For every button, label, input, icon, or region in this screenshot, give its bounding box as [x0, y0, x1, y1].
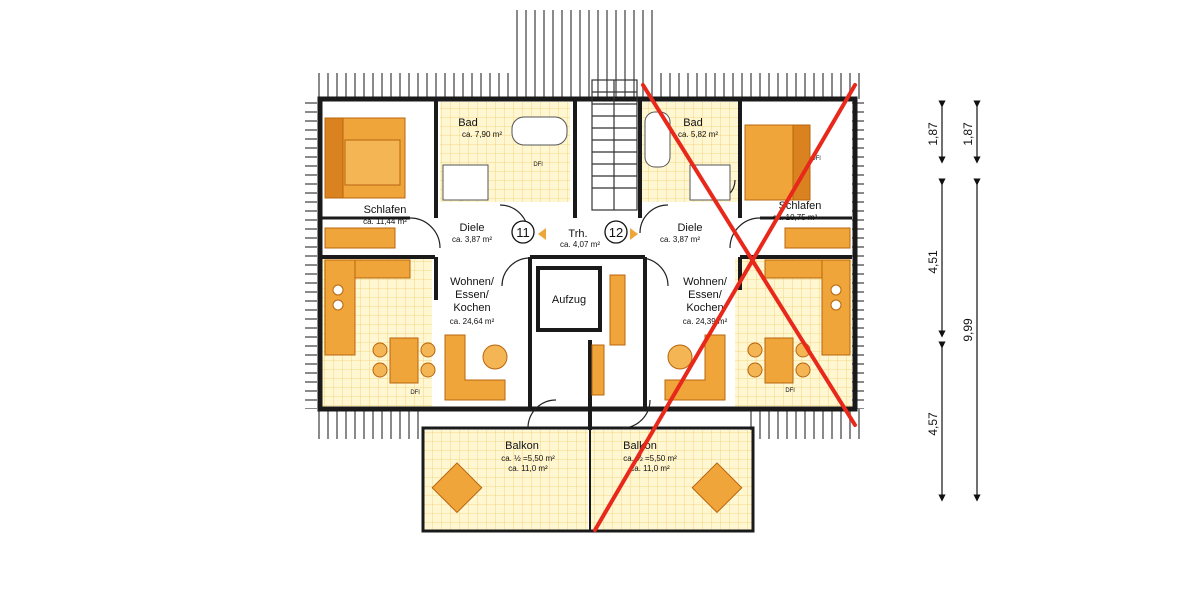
dfl-tag: DFl — [533, 162, 542, 168]
unit-number-right: 12 — [609, 225, 623, 240]
furniture — [324, 111, 851, 514]
dimension-labels: 1,87 4,51 4,57 1,87 9,99 — [926, 122, 975, 436]
room-name-schlafen-right: Schlafen — [779, 200, 822, 212]
dim-inner-1: 1,87 — [926, 122, 940, 146]
room-name-diele-left: Diele — [459, 222, 484, 234]
room-name-bad-left: Bad — [458, 117, 478, 129]
room-name-wohnen-left-3: Kochen — [453, 302, 490, 314]
unit-number-left: 11 — [516, 225, 530, 240]
room-name-balkon-right: Balkon — [623, 440, 657, 452]
room-name-wohnen-left-2: Essen/ — [455, 289, 490, 301]
staircase — [591, 79, 638, 211]
dfl-tag: DFl — [785, 388, 794, 394]
room-name-bad-right: Bad — [683, 117, 703, 129]
room-area-schlafen-right: ca. 10,75 m² — [773, 213, 818, 222]
room-area-diele-right: ca. 3,87 m² — [660, 235, 700, 244]
room-area-trh: ca. 4,07 m² — [560, 240, 600, 249]
dim-inner-2: 4,51 — [926, 250, 940, 274]
dimension-lines — [938, 100, 981, 502]
room-area-wohnen-left: ca. 24,64 m² — [450, 317, 495, 326]
room-area-balkon-left-2: ca. 11,0 m² — [508, 464, 548, 473]
elevator — [536, 266, 602, 332]
room-area-schlafen-left: ca. 11,44 m² — [363, 217, 407, 226]
room-area-wohnen-right: ca. 24,39 m² — [683, 317, 728, 326]
dim-outer-1: 1,87 — [961, 122, 975, 146]
room-name-diele-right: Diele — [677, 222, 702, 234]
cross-out-mark — [593, 83, 857, 532]
dfl-tag: DFl — [811, 156, 820, 162]
room-name-schlafen-left: Schlafen — [364, 204, 407, 216]
room-area-bad-right: ca. 5,82 m² — [678, 130, 718, 139]
dim-outer-2: 9,99 — [961, 318, 975, 342]
room-name-wohnen-right-1: Wohnen/ — [683, 276, 728, 288]
room-name-wohnen-right-2: Essen/ — [688, 289, 723, 301]
room-area-balkon-right-2: ca. 11,0 m² — [630, 464, 670, 473]
room-name-aufzug: Aufzug — [552, 294, 586, 306]
room-area-diele-left: ca. 3,87 m² — [452, 235, 492, 244]
room-area-balkon-left-1: ca. ½ =5,50 m² — [501, 454, 555, 463]
room-name-wohnen-left-1: Wohnen/ — [450, 276, 495, 288]
room-name-trh: Trh. — [568, 228, 587, 240]
room-name-wohnen-right-3: Kochen — [686, 302, 723, 314]
dim-inner-3: 4,57 — [926, 412, 940, 436]
room-name-balkon-left: Balkon — [505, 440, 539, 452]
unit-markers: 11 12 — [511, 220, 638, 244]
walls — [317, 96, 858, 533]
room-area-bad-left: ca. 7,90 m² — [462, 130, 502, 139]
room-area-balkon-right-1: ca. ½ =5,50 m² — [623, 454, 677, 463]
room-labels: Bad ca. 7,90 m² Bad ca. 5,82 m² Schlafen… — [363, 117, 821, 473]
dfl-tag: DFl — [410, 390, 419, 396]
